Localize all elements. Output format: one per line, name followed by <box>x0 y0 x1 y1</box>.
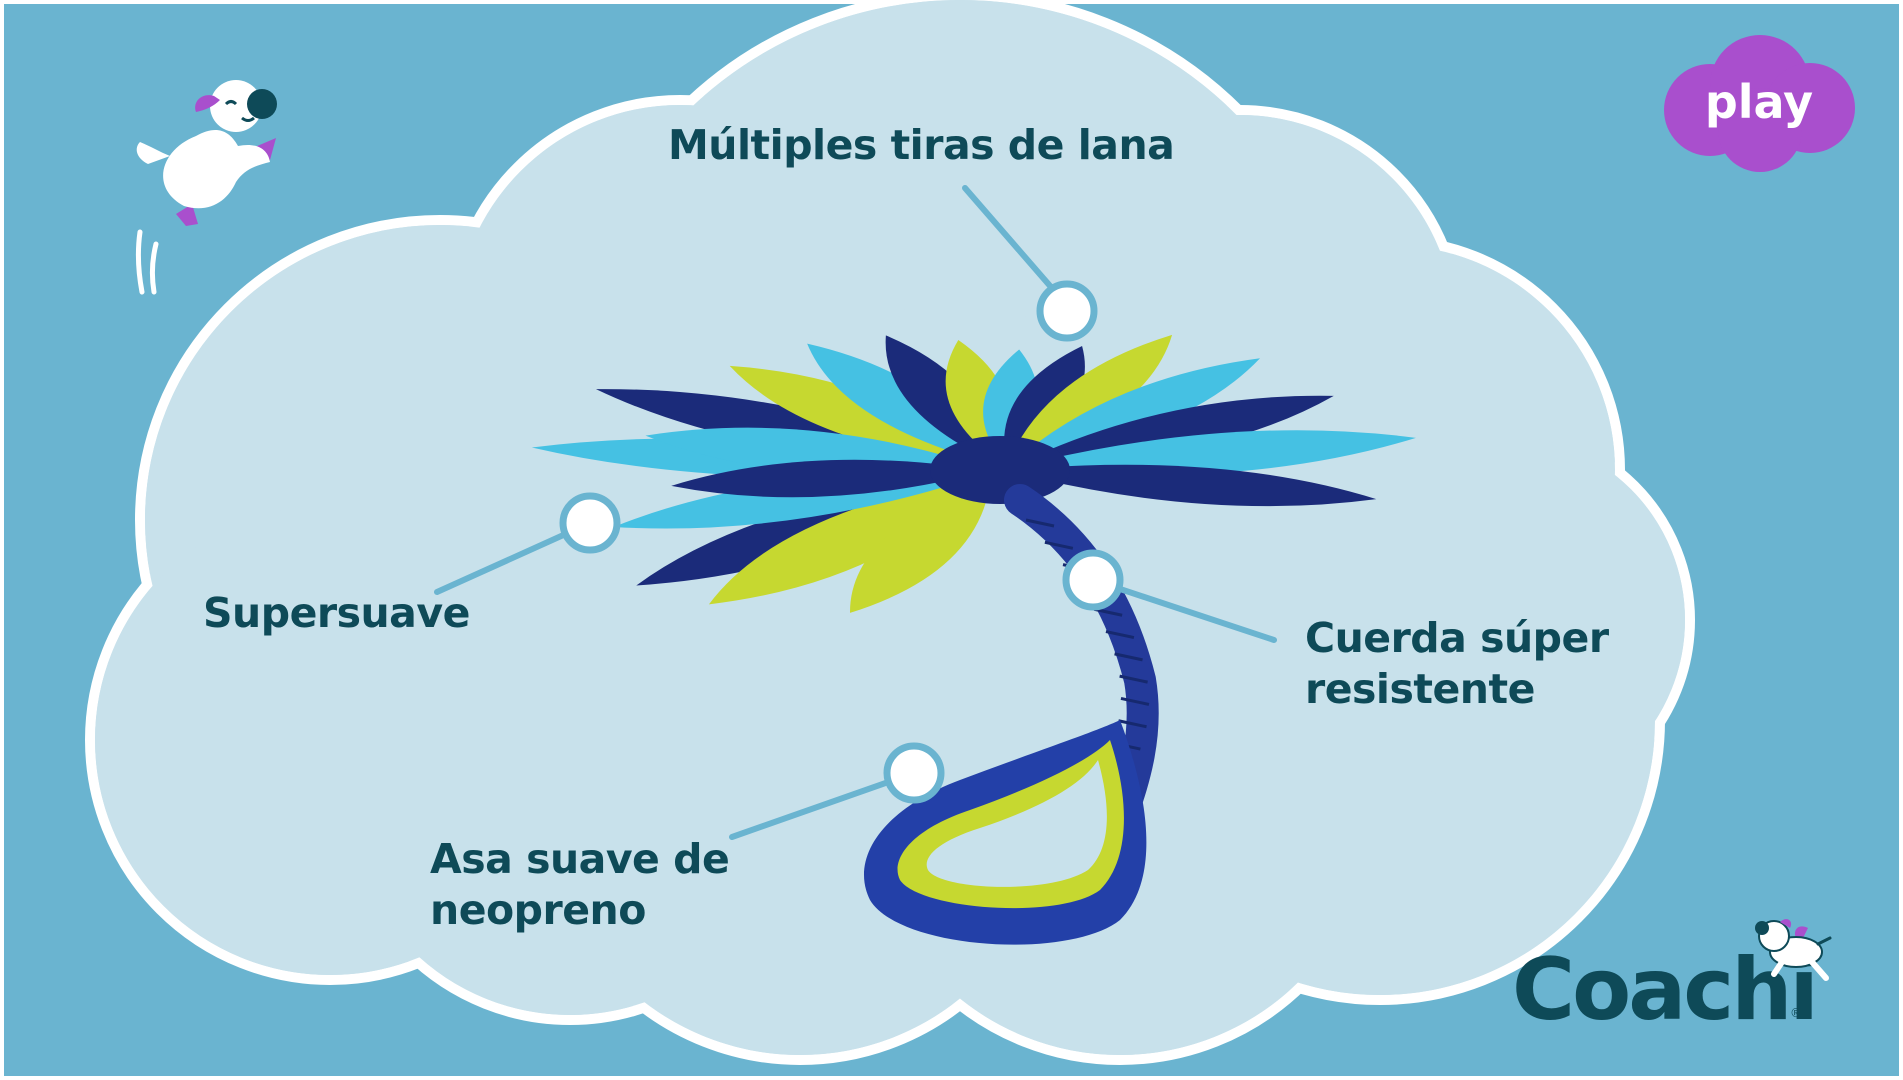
registered-mark: ® <box>1790 1006 1802 1020</box>
callout-dot-rope <box>1062 549 1124 611</box>
callout-rope-label-line2: resistente <box>1305 665 1535 713</box>
callout-rope-label-line1: Cuerda súper <box>1305 614 1609 662</box>
callout-handle-label-line1: Asa suave de <box>430 835 730 883</box>
callout-strips-label: Múltiples tiras de lana <box>668 121 1175 169</box>
brand-logo: Coachi <box>1512 940 1819 1040</box>
callout-dot-strips <box>1036 280 1098 342</box>
callout-handle-label-line2: neopreno <box>430 886 646 934</box>
callout-dot-handle <box>883 742 945 804</box>
play-badge-label: play <box>1704 75 1814 129</box>
leader-line-strips <box>962 185 1067 305</box>
leader-line-handle <box>729 770 917 840</box>
leader-line-rope <box>1090 577 1277 643</box>
callout-dot-soft <box>559 492 621 554</box>
callout-soft-label: Supersuave <box>203 589 470 637</box>
